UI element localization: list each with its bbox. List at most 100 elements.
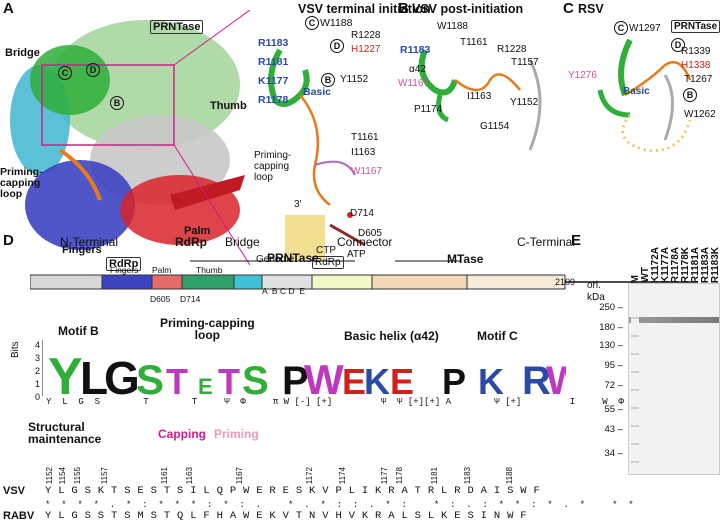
y1276-label: Y1276 — [568, 70, 597, 81]
kda-label: kDa — [587, 292, 605, 303]
motif-b-zoom: B — [321, 73, 336, 87]
gel-marker: 72 – — [604, 380, 624, 391]
bits-tick: 4 — [34, 340, 40, 350]
atp-label: ATP — [347, 249, 366, 260]
w1262-label: W1262 — [684, 109, 716, 120]
priming-loop-label-a: Priming- capping loop — [0, 166, 43, 200]
w1188-label-b: W1188 — [437, 21, 468, 32]
motif-d-zoom: D — [330, 39, 345, 53]
r1183-label-b: R1183 — [400, 44, 431, 56]
rdrp-label-a: RdRp — [106, 257, 142, 271]
panel-letter-b: B — [398, 0, 409, 17]
d605-label-d: D605 — [150, 294, 171, 304]
priming-loop-label-zoom: Priming- capping loop — [254, 150, 292, 183]
r1228-label-b: R1228 — [497, 44, 527, 55]
rdrp-label-zoom: RdRp — [312, 256, 344, 269]
three-prime-label: 3′ — [294, 199, 302, 210]
svg-text:R: R — [522, 359, 551, 400]
y1152-label-b: Y1152 — [510, 97, 539, 108]
sequence-logo: Y L G S T E T S P W E K E P K — [42, 340, 504, 400]
d714-label-a: D714 — [350, 208, 374, 219]
bits-tick: 0 — [34, 392, 40, 402]
svg-text:P: P — [442, 361, 466, 400]
basic-label-a: Basic — [303, 86, 332, 98]
bridge-label-d: Bridge — [225, 235, 260, 249]
d605-label-a: D605 — [358, 228, 382, 239]
panel-a-title: VSV terminal initiation — [298, 2, 431, 16]
motif-d-c: D — [671, 38, 686, 52]
gel-marker: 250 – — [599, 302, 623, 313]
gel-marker: 43 – — [604, 424, 624, 435]
gel-marker: 55 – — [604, 404, 624, 415]
bits-tick: 3 — [34, 353, 40, 363]
c-terminal-label: C-Terminal — [517, 235, 576, 249]
motif-b-c: B — [683, 88, 698, 102]
basic-helix-title: Basic helix (α42) — [344, 329, 439, 343]
residue-position: 1157 — [100, 466, 109, 484]
d714-label-d: D714 — [180, 294, 201, 304]
svg-text:G: G — [104, 352, 140, 400]
motif-b-marker: B — [110, 96, 125, 110]
svg-text:W: W — [304, 356, 344, 400]
n-terminal-label: N-Terminal — [60, 235, 119, 249]
genome-label: Genome — [256, 254, 295, 265]
g1154-label: G1154 — [480, 121, 510, 132]
gel-marker: 130 – — [599, 340, 623, 351]
vsv-sequence: Y L G S K T S E S T S I L Q P W E R E S … — [45, 485, 541, 497]
sequence-logo-right: R W — [522, 359, 566, 400]
connector-label: Connector — [337, 235, 393, 249]
motif-b-title: Motif B — [58, 324, 99, 338]
svg-text:K: K — [364, 361, 390, 400]
priming-loop-title: Priming-capping loop — [160, 316, 255, 342]
residue-position: 1172 — [305, 466, 314, 484]
panel-letter-d: D — [3, 232, 14, 249]
svg-text:L: L — [80, 352, 108, 400]
vsv-seq-name: VSV — [3, 485, 26, 497]
polymerase-structure — [10, 10, 250, 266]
rdrp-label-d: RdRp — [175, 235, 207, 249]
gel-lane-label: R1183K — [710, 246, 720, 283]
svg-text:P: P — [282, 359, 309, 400]
svg-text:S: S — [136, 356, 164, 400]
svg-text:K: K — [478, 361, 504, 400]
residue-position: 1188 — [505, 466, 514, 484]
palm-label: Palm — [184, 225, 211, 237]
residue-position: 1154 — [58, 466, 67, 484]
svg-text:E: E — [390, 361, 414, 400]
prntase-label-a: PRNTase — [150, 20, 204, 34]
thumb-label: Thumb — [210, 100, 247, 112]
prntase-label-c: PRNTase — [671, 20, 720, 33]
bits-axis-label: Bits — [10, 341, 21, 358]
y1152-label: Y1152 — [340, 74, 369, 85]
bits-tick: 1 — [34, 379, 40, 389]
rabv-sequence: Y L G S S T S M S T Q L F H A W E K V T … — [45, 510, 527, 522]
svg-text:Y: Y — [48, 348, 83, 400]
residue-position: 1174 — [338, 466, 347, 484]
bridge-label: Bridge — [5, 47, 40, 59]
residue-position: 1178 — [395, 466, 404, 484]
t1267-label: T1267 — [684, 74, 713, 85]
r1228-label: R1228 — [351, 30, 381, 41]
gel-image — [628, 283, 720, 475]
origin-label: ori. — [587, 280, 601, 291]
i1163-label-b: I1163 — [467, 91, 492, 102]
priming-label: Priming — [214, 427, 259, 441]
panel-a-zoom-structure — [268, 48, 366, 260]
panel-letter-a: A — [3, 0, 14, 17]
motif-c-title: Motif C — [477, 329, 518, 343]
panel-b-title: VSV post-initiation — [412, 2, 524, 16]
a42-label: α42 — [409, 64, 426, 75]
svg-text:T: T — [166, 361, 188, 400]
svg-text:E: E — [342, 361, 366, 400]
t1161-label-b: T1161 — [460, 37, 488, 48]
thumb-label-d: Thumb — [196, 265, 223, 275]
capping-label: Capping — [158, 427, 206, 441]
w1167-label-a: W1167 — [351, 166, 382, 177]
residue-position: 1155 — [73, 466, 82, 484]
gel-marker: 180 – — [599, 322, 623, 333]
residue-position: 1167 — [235, 466, 244, 484]
